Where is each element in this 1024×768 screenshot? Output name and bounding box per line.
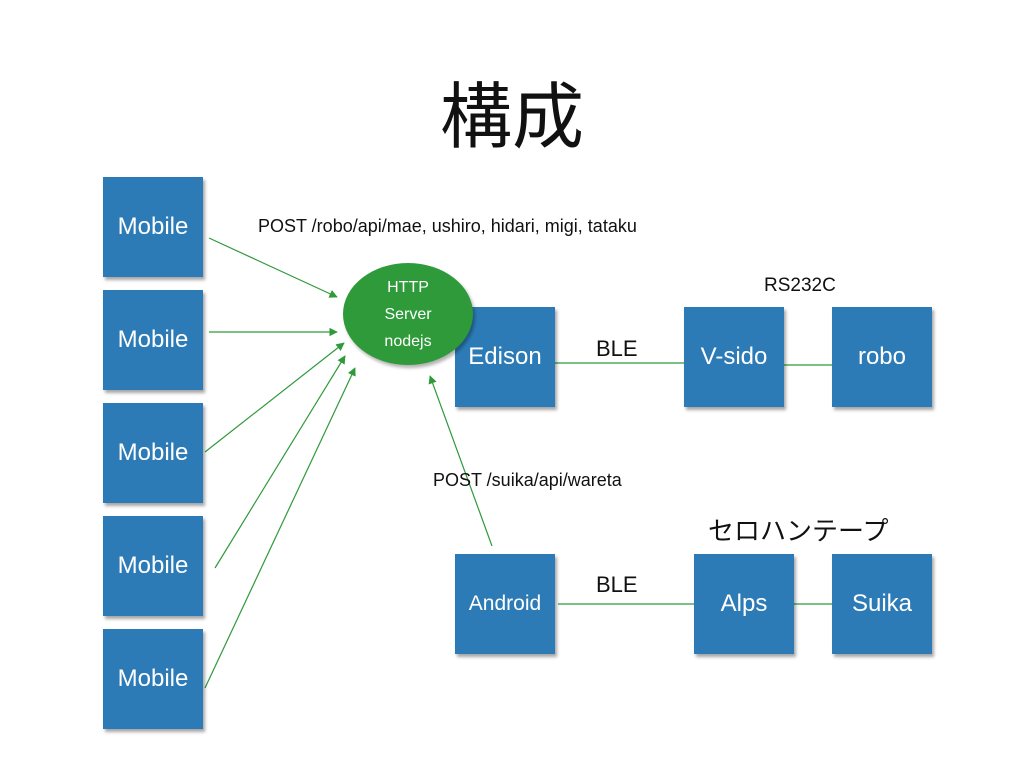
android-label: Android bbox=[468, 592, 542, 615]
mobile-label: Mobile bbox=[117, 665, 189, 692]
arrow-mobile1-server bbox=[208, 237, 338, 298]
page-title: 構成 bbox=[439, 75, 584, 159]
server-line-1: HTTP bbox=[387, 278, 429, 296]
vsido-node: V-sido bbox=[684, 307, 784, 407]
suika-label: Suika bbox=[851, 590, 913, 617]
server-line-2: Server bbox=[384, 305, 432, 323]
android-node: Android bbox=[455, 554, 555, 654]
alps-label: Alps bbox=[720, 590, 768, 617]
mobile-label: Mobile bbox=[117, 552, 189, 579]
mobile-node-2: Mobile bbox=[103, 290, 203, 390]
arrow-mobile4-server bbox=[214, 355, 346, 569]
edison-label: Edison bbox=[468, 343, 542, 370]
robo-api-label: POST /robo/api/mae, ushiro, hidari, migi… bbox=[258, 216, 637, 236]
arrow-mobile3-server bbox=[204, 342, 345, 453]
cellophane-tape-label: セロハンテープ bbox=[708, 517, 889, 547]
suika-node: Suika bbox=[832, 554, 932, 654]
server-line-3: nodejs bbox=[384, 332, 432, 350]
mobile-node-5: Mobile bbox=[103, 629, 203, 729]
suika-api-label: POST /suika/api/wareta bbox=[433, 470, 622, 490]
vsido-label: V-sido bbox=[700, 343, 768, 370]
arrow-android-server bbox=[428, 375, 493, 547]
arrow-mobile5-server bbox=[204, 367, 356, 689]
rs232c-label: RS232C bbox=[764, 275, 836, 296]
mobile-label: Mobile bbox=[117, 439, 189, 466]
robo-label: robo bbox=[857, 343, 907, 370]
alps-node: Alps bbox=[694, 554, 794, 654]
ble-top-label: BLE bbox=[596, 336, 638, 361]
robo-node: robo bbox=[832, 307, 932, 407]
http-server-node: HTTP Server nodejs bbox=[343, 263, 473, 365]
mobile-node-1: Mobile bbox=[103, 177, 203, 277]
mobile-node-4: Mobile bbox=[103, 516, 203, 616]
mobile-label: Mobile bbox=[117, 213, 189, 240]
ble-bottom-label: BLE bbox=[596, 572, 638, 597]
mobile-node-3: Mobile bbox=[103, 403, 203, 503]
mobile-label: Mobile bbox=[117, 326, 189, 353]
